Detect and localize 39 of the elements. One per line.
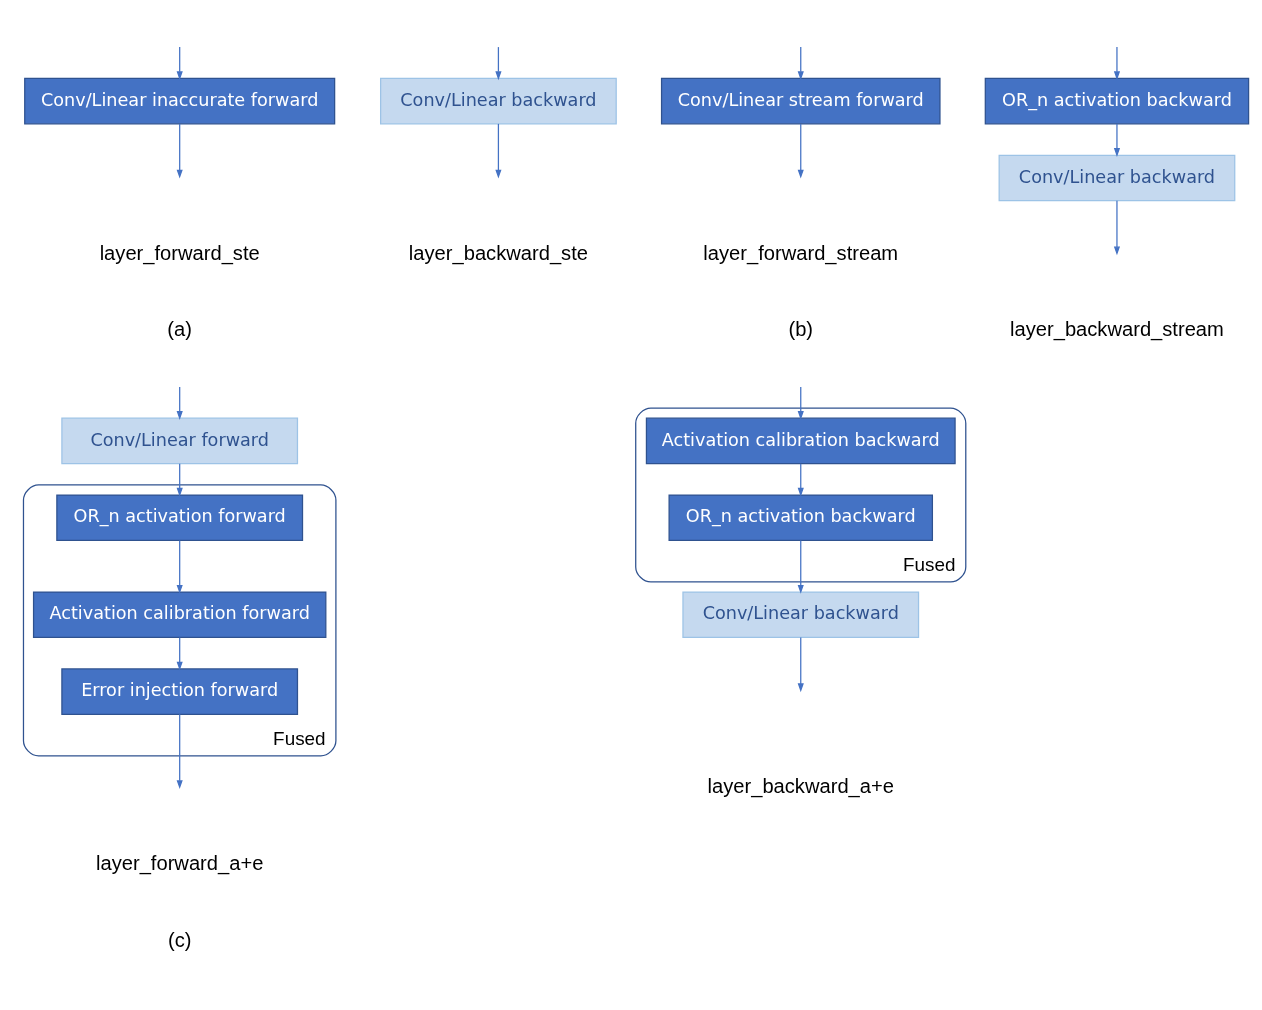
arrow bbox=[495, 45, 502, 80]
arrow bbox=[176, 636, 183, 671]
arrow bbox=[797, 462, 804, 497]
arrow bbox=[1113, 122, 1121, 157]
node-box: OR_n activation forward bbox=[56, 493, 304, 541]
label: (b) bbox=[788, 317, 814, 340]
arrow bbox=[176, 539, 183, 594]
arrow bbox=[176, 385, 183, 420]
label: layer_forward_stream bbox=[703, 241, 899, 264]
arrow bbox=[797, 385, 804, 420]
node-box: OR_n activation backward bbox=[984, 77, 1250, 124]
arrow bbox=[176, 462, 183, 497]
arrow bbox=[176, 122, 183, 179]
label: layer_forward_ste bbox=[99, 241, 260, 264]
arrow bbox=[1113, 199, 1121, 255]
node-box: Activation calibration backward bbox=[645, 417, 956, 464]
node-box: Conv/Linear backward bbox=[998, 154, 1236, 201]
arrow bbox=[797, 122, 804, 178]
arrow bbox=[797, 539, 804, 594]
node-box: Conv/Linear backward bbox=[380, 77, 617, 124]
arrow bbox=[176, 713, 183, 789]
label: layer_forward_a+e bbox=[95, 851, 264, 874]
node-box: Activation calibration forward bbox=[32, 590, 327, 638]
arrow bbox=[1113, 45, 1121, 80]
arrow bbox=[495, 122, 502, 179]
node-box: Conv/Linear stream forward bbox=[660, 77, 941, 124]
node-box: OR_n activation backward bbox=[668, 493, 934, 541]
label: layer_backward_a+e bbox=[707, 774, 894, 797]
node-box: Conv/Linear backward bbox=[682, 590, 920, 638]
label: layer_backward_ste bbox=[408, 241, 588, 264]
label: layer_backward_stream bbox=[1010, 317, 1224, 340]
node-box: Error injection forward bbox=[61, 667, 299, 715]
node-box: Conv/Linear forward bbox=[61, 417, 299, 464]
arrow bbox=[797, 636, 804, 692]
node-box: Conv/Linear inaccurate forward bbox=[24, 77, 336, 124]
arrow bbox=[176, 45, 183, 80]
label: (a) bbox=[167, 317, 192, 340]
arrow bbox=[797, 45, 804, 80]
label: (c) bbox=[167, 928, 192, 951]
